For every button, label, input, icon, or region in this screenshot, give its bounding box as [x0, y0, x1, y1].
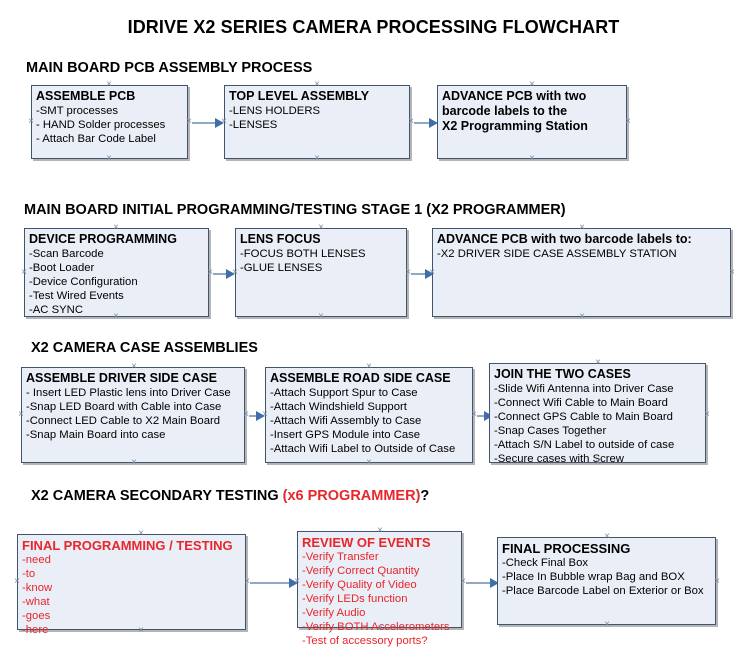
box-header: TOP LEVEL ASSEMBLY	[229, 89, 370, 103]
box-advance-pcb-programming-station[interactable]: ADVANCE PCB with two barcode labels to t…	[437, 85, 627, 159]
arrow-head-icon	[226, 269, 235, 279]
section-heading-4: X2 CAMERA SECONDARY TESTING (x6 PROGRAMM…	[31, 488, 429, 504]
box-line: -know	[22, 582, 53, 594]
box-device-programming[interactable]: DEVICE PROGRAMMING -Scan Barcode -Boot L…	[24, 228, 209, 317]
connector-arrow	[250, 578, 298, 588]
box-line: -Place Barcode Label on Exterior or Box	[502, 585, 704, 597]
arrow-head-icon	[289, 578, 298, 588]
box-line: -SMT processes	[36, 105, 119, 117]
box-line: -GLUE LENSES	[240, 262, 323, 274]
box-line: -Insert GPS Module into Case	[270, 429, 421, 441]
box-line: - HAND Solder processes	[36, 119, 166, 131]
arrow-head-icon	[425, 269, 434, 279]
section-heading-4-red-text: (x6 PROGRAMMER)	[282, 488, 421, 504]
box-line: -Connect LED Cable to X2 Main Board	[26, 415, 221, 427]
box-header: ASSEMBLE PCB	[36, 89, 136, 103]
arrow-head-icon	[484, 411, 493, 421]
box-join-the-two-cases[interactable]: JOIN THE TWO CASES -Slide Wifi Antenna i…	[489, 363, 706, 465]
connector-arrow	[213, 269, 235, 279]
box-line-overflow: -Test of accessory ports?	[302, 635, 428, 647]
section-heading-1-text: MAIN BOARD PCB ASSEMBLY PROCESS	[26, 60, 313, 76]
arrow-head-icon	[429, 118, 438, 128]
box-line: -Boot Loader	[29, 262, 95, 274]
box-line: -Verify Correct Quantity	[302, 565, 420, 577]
box-line: -Check Final Box	[502, 557, 589, 569]
box-line: -Connect GPS Cable to Main Board	[494, 411, 673, 423]
box-header: DEVICE PROGRAMMING	[29, 232, 177, 246]
box-line: -LENS HOLDERS	[229, 105, 321, 117]
box-line: -Verify Transfer	[302, 551, 379, 563]
box-line: -what	[22, 596, 50, 608]
box-header: ASSEMBLE DRIVER SIDE CASE	[26, 371, 218, 385]
box-header: ADVANCE PCB with two	[442, 89, 587, 103]
box-line: -Attach Windshield Support	[270, 401, 407, 413]
box-line: -here	[22, 624, 49, 636]
page-title: IDRIVE X2 SERIES CAMERA PROCESSING FLOWC…	[127, 17, 620, 37]
box-header: REVIEW OF EVENTS	[302, 535, 431, 550]
box-line: -Secure cases with Screw	[494, 453, 624, 465]
box-line: -Test Wired Events	[29, 290, 124, 302]
connector-arrow	[466, 578, 499, 588]
box-line: -FOCUS BOTH LENSES	[240, 248, 366, 260]
box-line: -LENSES	[229, 119, 278, 131]
box-final-programming-testing[interactable]: FINAL PROGRAMMING / TESTING -need -to -k…	[17, 534, 246, 636]
section-heading-2-text: MAIN BOARD INITIAL PROGRAMMING/TESTING S…	[24, 202, 566, 218]
box-review-of-events[interactable]: REVIEW OF EVENTS -Verify Transfer -Verif…	[297, 531, 462, 647]
box-line: -Attach S/N Label to outside of case	[494, 439, 675, 451]
box-line: - Attach Bar Code Label	[36, 133, 156, 145]
section-heading-3: X2 CAMERA CASE ASSEMBLIES	[31, 340, 258, 356]
box-line: -Scan Barcode	[29, 248, 104, 260]
box-line: -X2 DRIVER SIDE CASE ASSEMBLY STATION	[437, 248, 677, 260]
box-header: FINAL PROGRAMMING / TESTING	[22, 538, 233, 553]
connector-arrow	[414, 118, 438, 128]
box-line: -need	[22, 554, 51, 566]
box-advance-pcb-driver-side-case[interactable]: ADVANCE PCB with two barcode labels to: …	[432, 228, 731, 317]
box-line: -Device Configuration	[29, 276, 138, 288]
box-line: -goes	[22, 610, 51, 622]
arrow-head-icon	[215, 118, 224, 128]
section-heading-4-suffix: ?	[420, 488, 430, 504]
box-line: barcode labels to the	[442, 104, 568, 118]
arrow-head-icon	[490, 578, 499, 588]
box-header: FINAL PROCESSING	[502, 541, 631, 556]
box-assemble-driver-side-case[interactable]: ASSEMBLE DRIVER SIDE CASE - Insert LED P…	[21, 367, 245, 463]
section-heading-2: MAIN BOARD INITIAL PROGRAMMING/TESTING S…	[24, 202, 566, 218]
box-header: ASSEMBLE ROAD SIDE CASE	[270, 371, 451, 385]
box-line: -Verify Audio	[302, 607, 366, 619]
box-top-level-assembly[interactable]: TOP LEVEL ASSEMBLY -LENS HOLDERS -LENSES	[224, 85, 410, 159]
box-line: -Place In Bubble wrap Bag and BOX	[502, 571, 685, 583]
box-line: -Attach Wifi Label to Outside of Case	[270, 443, 456, 455]
box-line: - Insert LED Plastic lens into Driver Ca…	[26, 387, 231, 399]
section-heading-3-text: X2 CAMERA CASE ASSEMBLIES	[31, 340, 258, 356]
box-final-processing[interactable]: FINAL PROCESSING -Check Final Box -Place…	[497, 537, 716, 625]
connector-arrow	[249, 411, 265, 421]
box-assemble-pcb[interactable]: ASSEMBLE PCB -SMT processes - HAND Solde…	[31, 85, 188, 159]
connector-arrow	[192, 118, 224, 128]
box-line: -Verify Quality of Video	[302, 579, 417, 591]
box-header: JOIN THE TWO CASES	[494, 367, 631, 381]
connector-arrow	[411, 269, 434, 279]
box-line: -Connect Wifi Cable to Main Board	[494, 397, 668, 409]
box-line: -Attach Wifi Assembly to Case	[270, 415, 422, 427]
connector-arrow	[477, 411, 493, 421]
section-heading-4-text: X2 CAMERA SECONDARY TESTING	[31, 488, 283, 504]
box-header: LENS FOCUS	[240, 232, 321, 246]
box-line: -Slide Wifi Antenna into Driver Case	[494, 383, 674, 395]
box-line: -Attach Support Spur to Case	[270, 387, 418, 399]
box-assemble-road-side-case[interactable]: ASSEMBLE ROAD SIDE CASE -Attach Support …	[265, 367, 473, 463]
box-line: -Verify BOTH Accelerometers	[302, 621, 450, 633]
box-line: -to	[22, 568, 36, 580]
box-line: -Verify LEDs function	[302, 593, 408, 605]
box-line: -Snap Cases Together	[494, 425, 607, 437]
box-line: X2 Programming Station	[442, 119, 588, 133]
box-line: -Snap LED Board with Cable into Case	[26, 401, 222, 413]
arrow-head-icon	[256, 411, 265, 421]
box-line: -AC SYNC	[29, 304, 83, 316]
box-line: -Snap Main Board into case	[26, 429, 166, 441]
box-header: ADVANCE PCB with two barcode labels to:	[437, 232, 692, 246]
box-lens-focus[interactable]: LENS FOCUS -FOCUS BOTH LENSES -GLUE LENS…	[235, 228, 407, 317]
section-heading-1: MAIN BOARD PCB ASSEMBLY PROCESS	[26, 60, 312, 76]
